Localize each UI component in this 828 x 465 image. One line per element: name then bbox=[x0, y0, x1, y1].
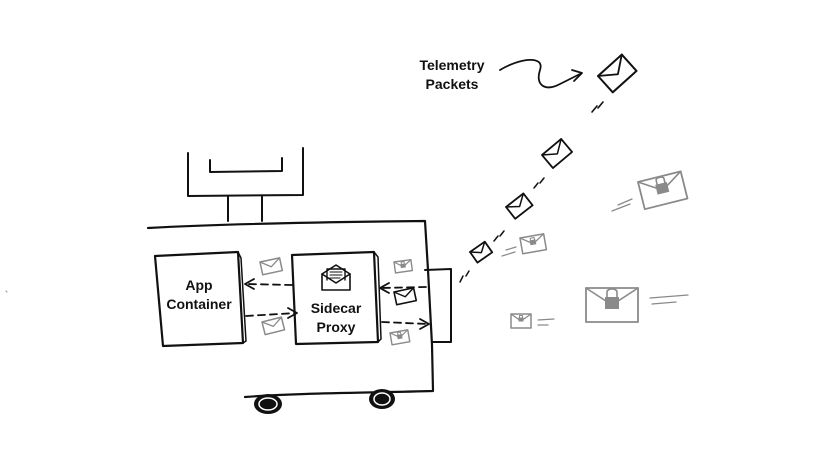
truck-top-unit bbox=[187, 147, 304, 222]
wheel-icon-left bbox=[254, 394, 282, 414]
envelope-icon bbox=[259, 257, 284, 276]
app-container-box bbox=[153, 250, 247, 348]
motion-lines bbox=[459, 101, 604, 283]
truck-body bbox=[146, 219, 452, 399]
arrow-sidecar-to-app bbox=[244, 278, 293, 290]
motion-lines bbox=[537, 318, 555, 326]
locked-envelope-icon bbox=[637, 170, 689, 211]
motion-lines bbox=[611, 198, 633, 212]
telemetry-arrow bbox=[499, 58, 583, 89]
sidecar-proxy-label-line1: Sidecar bbox=[310, 300, 362, 316]
app-container-label-line2: Container bbox=[166, 296, 232, 312]
envelope-icon bbox=[469, 240, 494, 264]
arrow-app-to-sidecar bbox=[245, 307, 298, 319]
arrow-nub-to-sidecar bbox=[379, 282, 427, 294]
motion-lines bbox=[649, 294, 689, 305]
telemetry-label: Telemetry Packets bbox=[400, 56, 504, 94]
envelope-icon bbox=[261, 316, 286, 336]
wheel-icon-right bbox=[369, 389, 395, 409]
envelope-icon bbox=[505, 192, 534, 220]
app-container-label: App Container bbox=[157, 276, 241, 314]
arrow-sidecar-to-nub bbox=[381, 318, 430, 330]
locked-envelope-icon bbox=[585, 287, 639, 323]
telemetry-label-line2: Packets bbox=[425, 76, 479, 92]
locked-envelope-icon bbox=[519, 233, 548, 255]
envelope-icon bbox=[393, 287, 418, 306]
envelope-icon bbox=[597, 53, 638, 94]
app-container-label-line1: App bbox=[185, 277, 213, 293]
sidecar-proxy-label-line2: Proxy bbox=[316, 319, 356, 335]
sidecar-proxy-label: Sidecar Proxy bbox=[294, 299, 378, 337]
open-envelope-icon bbox=[321, 264, 351, 291]
motion-lines bbox=[501, 246, 517, 257]
stray-mark bbox=[5, 290, 8, 293]
locked-envelope-icon bbox=[393, 258, 414, 274]
locked-envelope-icon bbox=[510, 313, 532, 329]
locked-envelope-icon bbox=[389, 329, 411, 346]
telemetry-label-line1: Telemetry bbox=[419, 57, 485, 73]
envelope-icon bbox=[541, 138, 573, 169]
